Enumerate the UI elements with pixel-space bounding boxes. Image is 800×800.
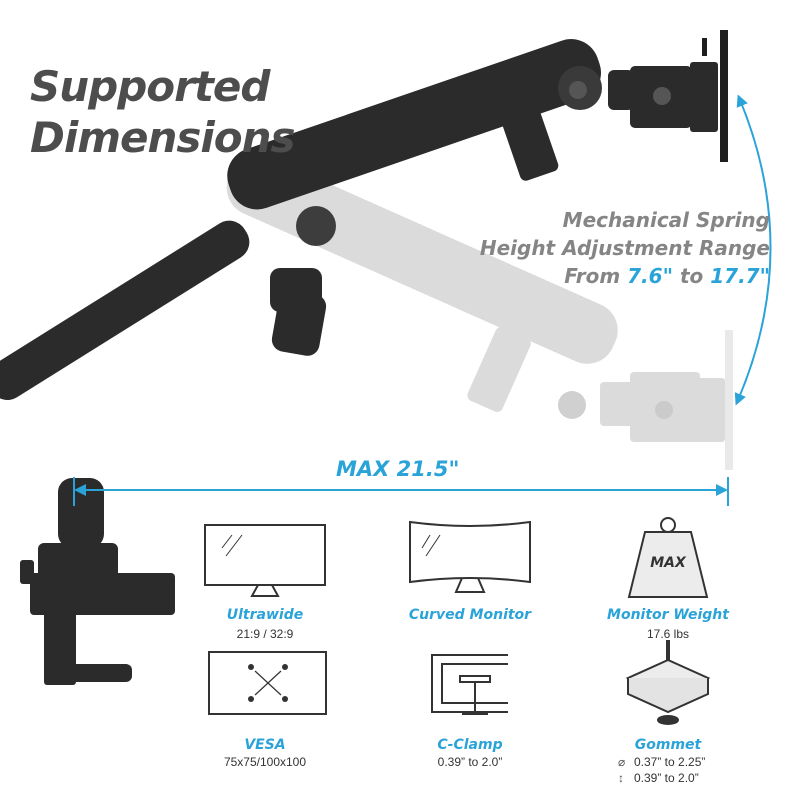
feature-detail-weight: 17.6 lbs (646, 627, 690, 641)
tilt-head (608, 30, 728, 162)
to-word: to (673, 264, 711, 288)
grommet-thickness-value: 0.39” to 2.0” (634, 771, 699, 785)
thickness-icon: ↕ (618, 771, 624, 785)
feature-name-grommet: Gommet (634, 737, 702, 753)
weight-icon-text: MAX (650, 555, 687, 571)
feature-name-ultrawide: Ultrawide (226, 607, 304, 623)
min-height-value: 7.6" (627, 264, 673, 288)
height-range-text: Mechanical Spring Height Adjustment Rang… (470, 206, 770, 290)
grommet-icon (625, 640, 711, 725)
feature-name-clamp: C-Clamp (437, 737, 503, 753)
height-range-line-2: Height Adjustment Range (479, 236, 770, 260)
weight-icon: MAX (627, 517, 709, 598)
feature-name-curved: Curved Monitor (408, 607, 532, 623)
vesa-pattern-icon (208, 651, 327, 715)
feature-name-vesa: VESA (244, 737, 286, 753)
desk-clamp (20, 543, 175, 685)
raised-arm (227, 39, 602, 246)
diameter-icon: ⌀ (618, 755, 626, 769)
feature-detail-vesa: 75x75/100x100 (223, 755, 307, 769)
feature-detail-clamp: 0.39” to 2.0” (437, 755, 503, 769)
grommet-diameter: ⌀ 0.37” to 2.25” (618, 755, 705, 769)
ultrawide-monitor-icon (204, 524, 326, 597)
lowered-arm-ghost (226, 154, 733, 470)
height-range-arc (734, 94, 772, 406)
extension-dimension (73, 477, 729, 506)
feature-name-weight: Monitor Weight (607, 607, 729, 623)
height-range-line-1: Mechanical Spring (562, 208, 770, 232)
grommet-thickness: ↕ 0.39” to 2.0” (618, 771, 699, 785)
lower-arm (0, 220, 327, 548)
max-height-value: 17.7" (710, 264, 770, 288)
from-prefix: From (564, 264, 628, 288)
grommet-diameter-value: 0.37” to 2.25” (634, 755, 706, 769)
headline-line-1: Supported (30, 62, 270, 111)
curved-monitor-icon (409, 520, 531, 593)
max-extension-label: MAX 21.5" (336, 457, 460, 481)
c-clamp-icon (431, 654, 508, 715)
height-range-line-3: From 7.6" to 17.7" (470, 262, 770, 290)
headline-line-2: Dimensions (30, 113, 296, 162)
feature-detail-ultrawide: 21:9 / 32:9 (236, 627, 294, 641)
